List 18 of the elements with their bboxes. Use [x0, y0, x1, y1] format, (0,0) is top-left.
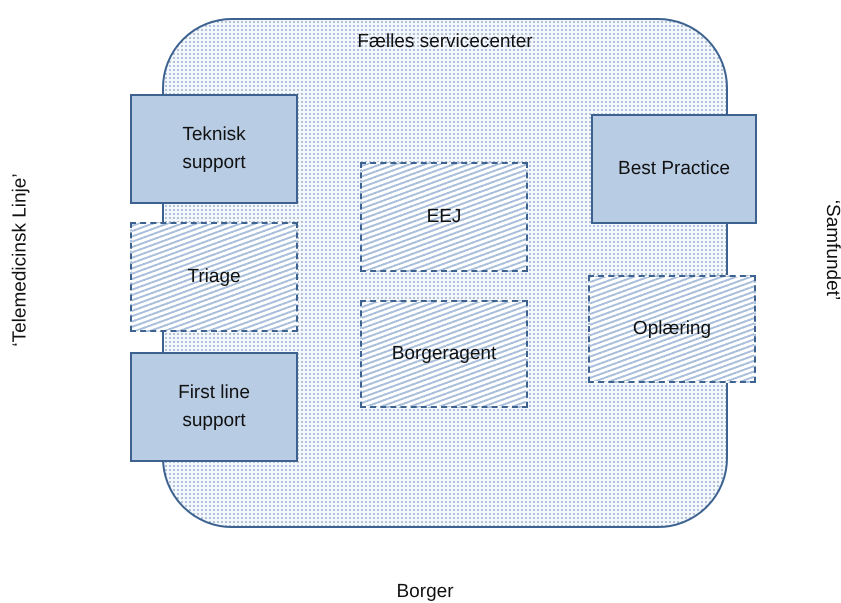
box-label: Oplæring [632, 316, 712, 341]
process-box [130, 352, 298, 462]
dashed-hatched-box [588, 275, 756, 383]
dashed-hatched-box [130, 222, 298, 332]
box-label: Triage [187, 264, 241, 289]
side-label: ‘Telemedicinsk Linje’ [9, 173, 32, 347]
process-box [130, 94, 298, 204]
process-box [591, 114, 757, 224]
box-label: Borgeragent [392, 342, 496, 366]
box-label: Best Practice [618, 156, 730, 181]
side-label: Borger [396, 581, 454, 603]
box-label: Teknisk support [181, 122, 247, 175]
dashed-hatched-box [360, 162, 528, 272]
area-title: Fælles servicecenter [357, 30, 533, 54]
box-label: EEJ [426, 204, 462, 229]
box-label: First line support [177, 380, 251, 433]
dashed-hatched-box [360, 300, 528, 408]
side-label: ‘Samfundet’ [821, 200, 841, 300]
